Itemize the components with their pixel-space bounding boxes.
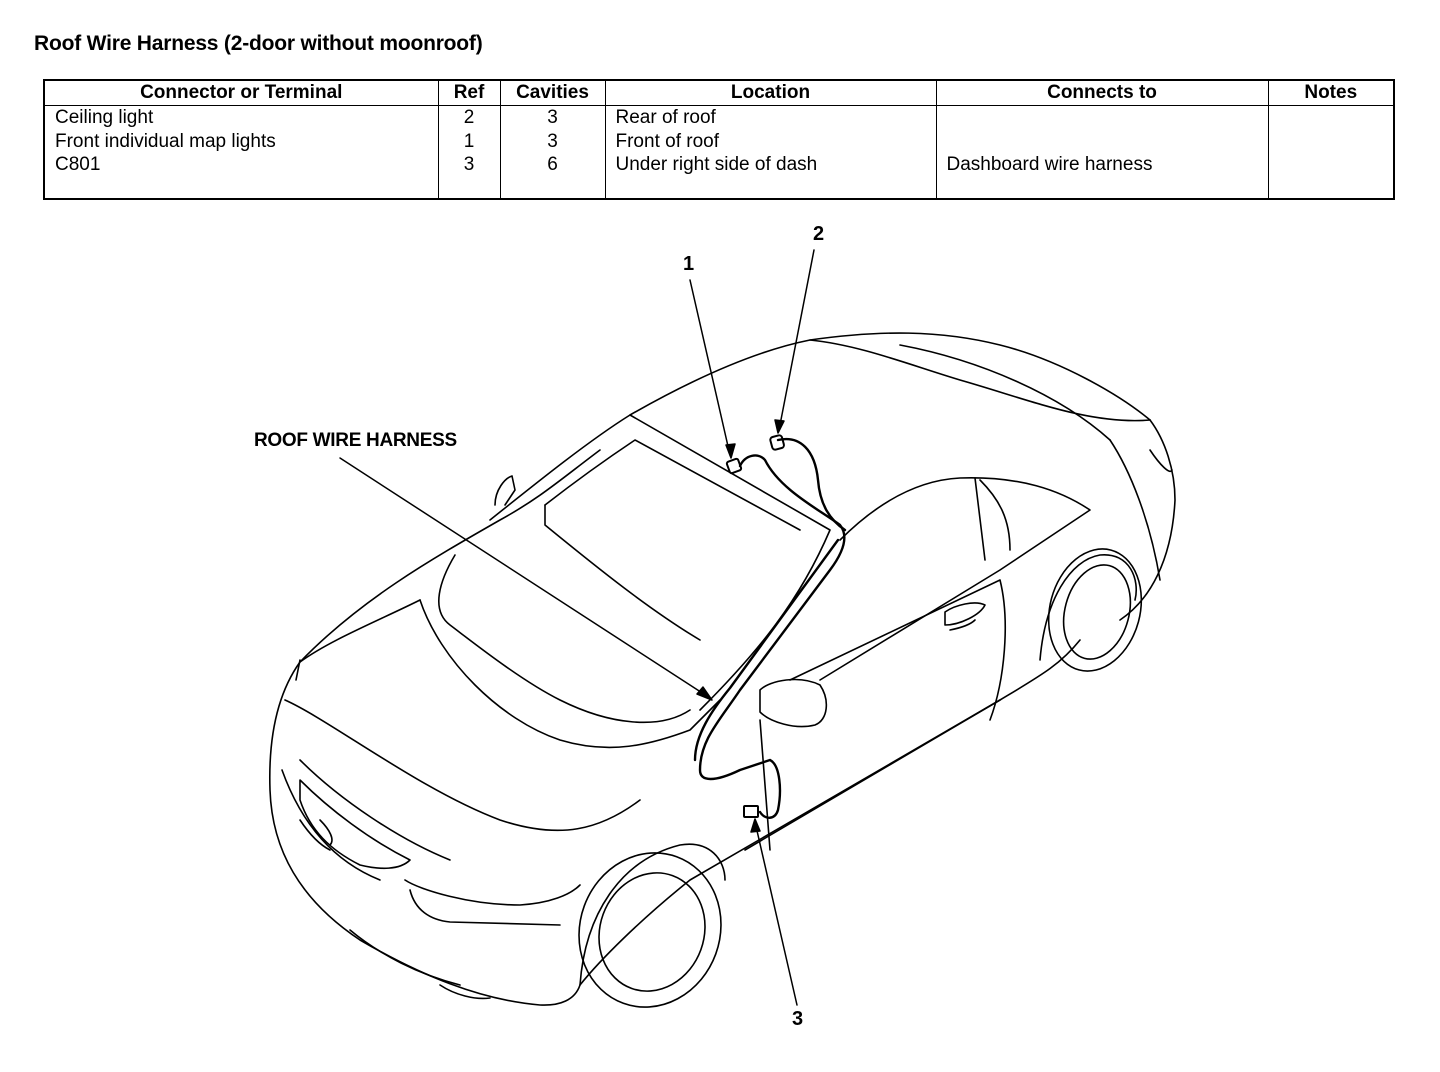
header-location: Location xyxy=(604,79,937,106)
header-connects-to: Connects to xyxy=(935,79,1269,106)
table-header-row: Connector or Terminal Ref Cavities Locat… xyxy=(43,79,1395,106)
table-cell: C801 xyxy=(55,154,101,175)
connectors xyxy=(725,434,785,818)
table-cell: 3 xyxy=(547,130,558,152)
table-cell: Ceiling light xyxy=(55,107,154,128)
ref-column: 2 1 3 xyxy=(437,105,501,199)
header-notes: Notes xyxy=(1267,79,1395,106)
table-cell: Front of roof xyxy=(615,130,720,152)
roof-wire-harness xyxy=(693,437,847,819)
connects-to-column: Dashboard wire harness xyxy=(935,105,1269,199)
table-cell: 1 xyxy=(463,130,475,152)
cavities-column: 3 3 6 xyxy=(499,105,606,199)
table-cell: 3 xyxy=(463,154,475,175)
table-cell: 3 xyxy=(547,107,558,128)
connector-column: Ceiling light Front individual map light… xyxy=(43,105,439,199)
location-column: Rear of roof Front of roof Under right s… xyxy=(604,105,937,199)
table-cell: Dashboard wire harness xyxy=(946,154,1153,175)
notes-column xyxy=(1267,105,1395,199)
header-ref: Ref xyxy=(437,79,501,106)
callout-2: 2 xyxy=(813,223,825,245)
page-title: Roof Wire Harness (2-door without moonro… xyxy=(34,32,483,55)
car-body-outline xyxy=(268,332,1176,1008)
table-body: Ceiling light Front individual map light… xyxy=(43,105,1395,199)
connector-table: Connector or Terminal Ref Cavities Locat… xyxy=(43,79,1395,200)
table-cell: 6 xyxy=(547,154,558,175)
connector-3-icon xyxy=(743,805,759,818)
header-connector: Connector or Terminal xyxy=(43,79,439,106)
leader-lines xyxy=(339,249,815,1006)
callout-1: 1 xyxy=(683,253,695,275)
connector-2-icon xyxy=(769,434,785,451)
connector-1-icon xyxy=(725,457,743,475)
callout-3: 3 xyxy=(792,1008,804,1030)
table-cell: Under right side of dash xyxy=(615,154,818,175)
roof-wire-harness-label: ROOF WIRE HARNESS xyxy=(254,430,457,451)
table-cell: Rear of roof xyxy=(615,107,716,128)
header-cavities: Cavities xyxy=(499,79,606,106)
table-cell: Front individual map lights xyxy=(55,130,276,152)
table-cell: 2 xyxy=(463,107,475,128)
